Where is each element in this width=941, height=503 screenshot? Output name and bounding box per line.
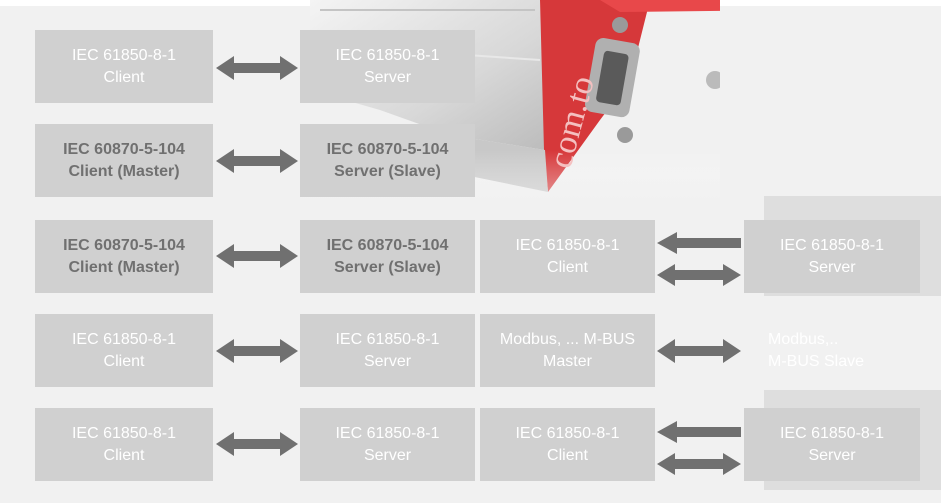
box-label: Server (808, 258, 856, 276)
box-label: Server (Slave) (334, 258, 441, 276)
box-label: Modbus, ... M-BUS (499, 330, 636, 348)
box-right: IEC 61850-8-1 Server (300, 314, 475, 387)
box-label: IEC 60870-5-104 (326, 140, 449, 158)
bidirectional-arrow (216, 56, 298, 80)
box-label: Server (Slave) (334, 162, 441, 180)
box-label: Master (543, 352, 592, 370)
box-label: IEC 60870-5-104 (63, 236, 185, 254)
bidirectional-arrow (216, 244, 298, 268)
box-fourth: IEC 61850-8-1 Server (744, 220, 920, 293)
box-right: IEC 61850-8-1 Server (300, 408, 475, 481)
box-label: Client (Master) (68, 258, 180, 276)
box-label: IEC 61850-8-1 (779, 424, 885, 442)
bidirectional-arrow (216, 149, 298, 173)
box-label: Client (547, 446, 588, 464)
box-label: IEC 61850-8-1 (71, 330, 177, 348)
box-third: IEC 61850-8-1 Client (480, 408, 655, 481)
bidirectional-arrow (657, 453, 741, 475)
box-label: Server (363, 446, 412, 464)
box-label: Client (103, 446, 145, 464)
bidirectional-arrow (216, 432, 298, 456)
box-label: IEC 61850-8-1 (515, 424, 620, 442)
box-label: IEC 61850-8-1 (335, 330, 440, 348)
box-label: Server (808, 446, 856, 464)
box-label: IEC 61850-8-1 (335, 46, 440, 64)
bidirectional-arrow (657, 339, 741, 363)
bidirectional-arrow (657, 264, 741, 286)
left-arrow (657, 421, 741, 443)
box-label: Client (103, 352, 145, 370)
bidirectional-arrow (216, 339, 298, 363)
box-right: IEC 60870-5-104 Server (Slave) (300, 220, 475, 293)
plain-label: M-BUS Slave (768, 352, 865, 370)
box-label: IEC 61850-8-1 (71, 424, 177, 442)
box-left: IEC 60870-5-104 Client (Master) (35, 124, 213, 197)
box-label: IEC 61850-8-1 (515, 236, 620, 254)
box-label: Client (103, 68, 145, 86)
box-label: IEC 60870-5-104 (63, 140, 185, 158)
box-fourth: IEC 61850-8-1 Server (744, 408, 920, 481)
modbus-slave-label: Modbus,.. M-BUS Slave (768, 314, 938, 387)
box-label: Client (Master) (68, 162, 180, 180)
box-left: IEC 61850-8-1 Client (35, 30, 213, 103)
box-left: IEC 61850-8-1 Client (35, 314, 213, 387)
box-right: IEC 60870-5-104 Server (Slave) (300, 124, 475, 197)
box-label: IEC 61850-8-1 (71, 46, 177, 64)
box-label: IEC 61850-8-1 (779, 236, 885, 254)
box-left: IEC 61850-8-1 Client (35, 408, 213, 481)
box-left: IEC 60870-5-104 Client (Master) (35, 220, 213, 293)
box-label: IEC 60870-5-104 (326, 236, 449, 254)
box-label: Server (363, 68, 412, 86)
box-third: Modbus, ... M-BUS Master (480, 314, 655, 387)
box-right: IEC 61850-8-1 Server (300, 30, 475, 103)
box-third: IEC 61850-8-1 Client (480, 220, 655, 293)
box-label: IEC 61850-8-1 (335, 424, 440, 442)
box-label: Server (363, 352, 412, 370)
plain-label: Modbus,.. (768, 330, 839, 348)
left-arrow (657, 232, 741, 254)
box-label: Client (547, 258, 588, 276)
